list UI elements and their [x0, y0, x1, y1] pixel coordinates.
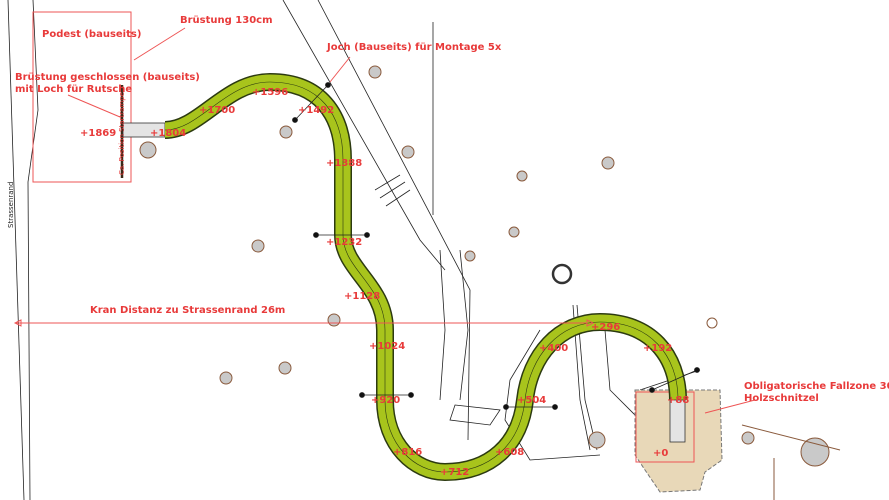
- height-label: +296: [591, 322, 620, 333]
- height-label: +1700: [199, 105, 235, 116]
- label-podest: Podest (bauseits): [42, 29, 141, 40]
- leader-lines: [13, 27, 756, 414]
- label-bruestung-closed: Brüstung geschlossen (bauseits): [15, 72, 200, 83]
- height-label: +712: [440, 467, 469, 478]
- trees: [139, 65, 841, 500]
- fallzone-red-box: [635, 391, 695, 463]
- label-kran: Kran Distanz zu Strassenrand 26m: [90, 305, 285, 316]
- height-label: +608: [495, 447, 524, 458]
- height-label: +1128: [344, 291, 380, 302]
- height-label: +1492: [298, 105, 334, 116]
- height-label: +1232: [326, 237, 362, 248]
- height-label: +192: [643, 343, 672, 354]
- label-fallzone: Obligatorische Fallzone 30cm: [744, 381, 889, 392]
- yokes: [292, 82, 700, 410]
- slide-track: [122, 72, 687, 482]
- height-label: +504: [517, 395, 546, 406]
- label-startrampe: Ca. Position Startrampe: [118, 92, 126, 175]
- height-label: +816: [393, 447, 422, 458]
- label-bruestung: Brüstung 130cm: [180, 15, 273, 26]
- height-label: +1869: [80, 128, 116, 139]
- podest-outline: [32, 11, 132, 183]
- height-label: +1388: [326, 158, 362, 169]
- height-label: +920: [371, 395, 400, 406]
- label-strassenrand: Strassenrand: [7, 182, 15, 228]
- height-label: +1596: [252, 87, 288, 98]
- height-labels: +1869 +1804 +1700 +1596 +1492 +1388 +123…: [80, 87, 689, 478]
- label-holzschnitzel: Holzschnitzel: [744, 393, 819, 404]
- label-joch: Joch (Bauseits) für Montage 5x: [326, 42, 502, 53]
- height-label: +1024: [369, 341, 405, 352]
- height-label: +0: [653, 448, 668, 459]
- label-bruestung-loch: mit Loch für Rutsche: [15, 84, 132, 95]
- height-label: +1804: [150, 128, 186, 139]
- height-label: +88: [667, 395, 689, 406]
- height-label: +400: [539, 343, 568, 354]
